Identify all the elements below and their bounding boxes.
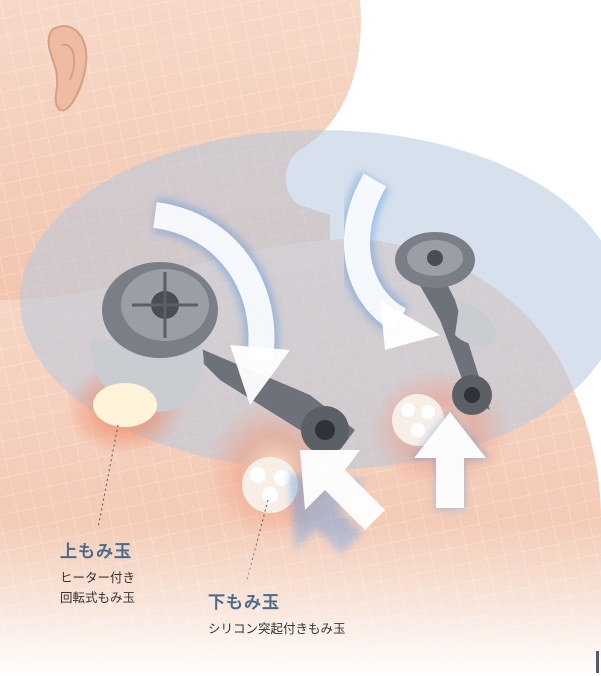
edge-marker	[596, 651, 599, 673]
upper-ball-callout: 上もみ玉 ヒーター付き 回転式もみ玉	[60, 537, 135, 608]
lower-ball-callout: 下もみ玉 シリコン突起付きもみ玉	[208, 588, 346, 639]
lower-ball-title: 下もみ玉	[208, 588, 346, 613]
upper-ball-line-1: ヒーター付き	[60, 568, 135, 588]
upper-ball-line-2: 回転式もみ玉	[60, 588, 135, 608]
upper-ball-title: 上もみ玉	[60, 537, 135, 562]
lower-ball-line-1: シリコン突起付きもみ玉	[208, 619, 346, 639]
upper-ball	[93, 383, 157, 427]
